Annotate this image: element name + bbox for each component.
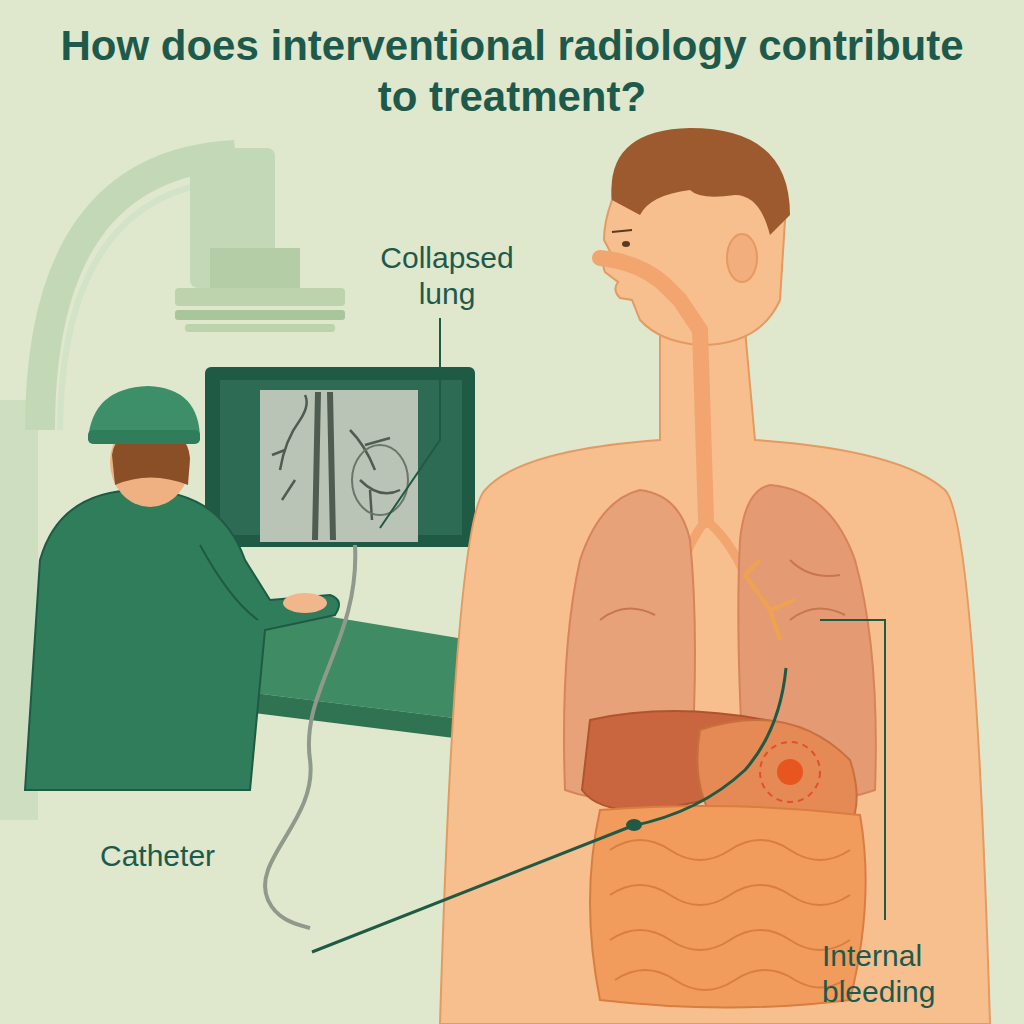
bleeding-spot [760,742,820,802]
catheter [265,545,355,928]
patient-figure [611,128,790,235]
leader-line [380,318,440,528]
monitor [272,395,307,500]
patient-figure [440,128,990,1024]
doctor-figure [25,386,339,790]
monitor [315,392,333,540]
callout-label: Collapsed lung [362,240,532,312]
doctor-figure [200,545,258,620]
c-arm-machine [175,288,345,306]
airway [600,258,706,520]
c-arm-machine [175,310,345,320]
patient-figure [440,330,990,1024]
lungs [600,560,845,620]
monitor [352,445,408,515]
bleeding-spot [777,759,803,785]
intestines [610,840,850,990]
doctor-figure [283,593,327,613]
patient-figure [727,234,757,282]
monitor [205,367,475,547]
bleeding-spot [760,742,820,802]
monitor [205,367,475,547]
leader-line [380,318,885,920]
monitor [260,390,418,542]
catheter [265,545,786,952]
doctor-figure [88,430,200,444]
patient-figure [612,230,632,232]
c-arm-machine [0,148,345,820]
callout-label: Internal bleeding [822,938,982,1010]
c-arm-machine [210,248,300,288]
c-arm-machine [185,324,335,332]
leader-line [820,620,885,920]
doctor-figure [25,490,339,790]
monitor [350,430,400,520]
catheter [626,819,642,831]
callout-label: Catheter [100,838,300,874]
lungs [745,560,795,640]
patient-figure [622,241,630,247]
catheter [312,668,786,952]
title: How does interventional radiology contri… [52,20,972,122]
patient-table [230,690,470,740]
